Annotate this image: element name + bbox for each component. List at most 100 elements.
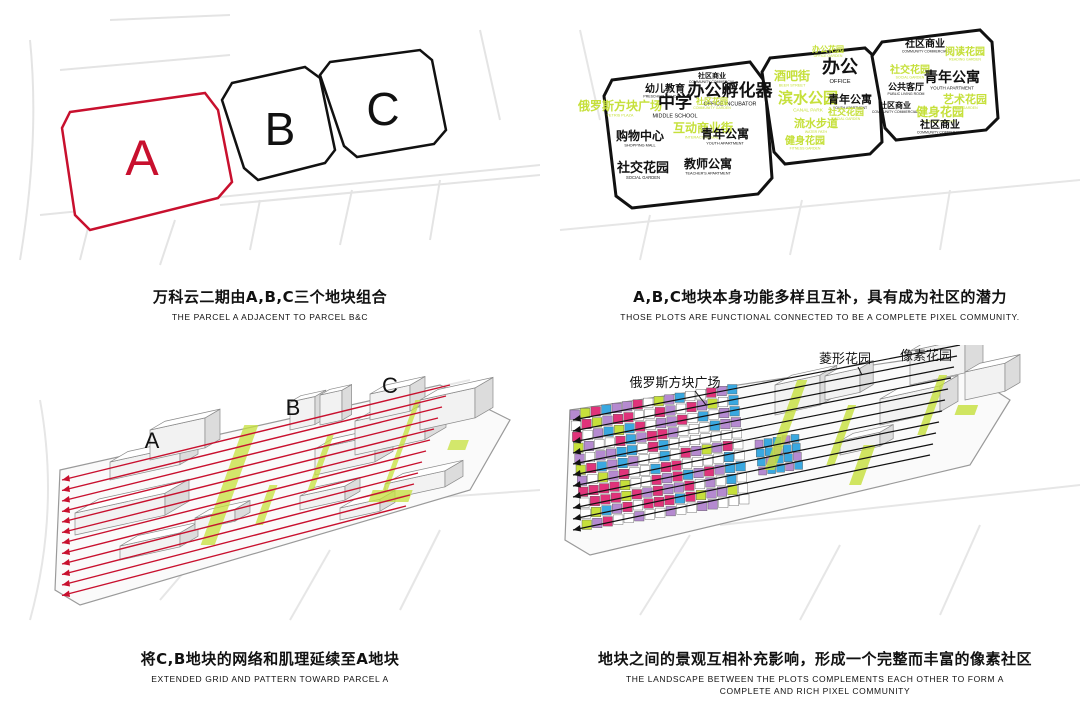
pixel-tile	[728, 495, 739, 506]
function-label-en: TETRIS PLAZA	[607, 114, 634, 118]
pixel-tile	[609, 481, 620, 492]
grid-arrow-head	[62, 506, 70, 513]
pixel-tile	[692, 457, 703, 468]
panel-pixel-community: 俄罗斯方块广场 菱形花园 像素花园	[540, 345, 1080, 630]
caption-top-left-en: THE PARCEL A ADJACENT TO PARCEL B&C	[171, 312, 369, 322]
pixel-tile	[653, 396, 664, 407]
function-label-zh: 流水步道	[794, 116, 838, 130]
pixel-tile	[592, 518, 603, 529]
parcel-a-label: A	[145, 428, 160, 453]
building-top	[289, 389, 326, 403]
function-label-en: SHOPPING MALL	[624, 144, 655, 148]
grid-arrow-line	[572, 388, 949, 465]
function-label-zh: 社区商业	[919, 118, 960, 131]
pixel-tile	[704, 466, 715, 477]
pixel-tile	[676, 504, 687, 515]
pixel-tile	[614, 424, 625, 435]
pixel-tile	[684, 480, 695, 491]
pixel-tile	[675, 493, 686, 504]
function-label-en: SOCIAL GARDEN	[626, 175, 660, 180]
pixel-tile	[601, 404, 612, 415]
grid-arrow-head	[62, 559, 70, 566]
pixel-tile	[665, 506, 676, 517]
function-label-zh: 社区商业	[697, 71, 726, 80]
grid-arrow-line	[572, 399, 946, 476]
green-strip	[254, 485, 278, 525]
grid-arrow-line	[61, 384, 451, 481]
grid-arrow-line	[572, 410, 943, 487]
building-top	[149, 408, 221, 431]
pixel-tile	[601, 505, 612, 516]
grid-arrow-line	[61, 406, 443, 502]
grid-arrow-head	[573, 525, 581, 532]
pixel-tile	[606, 448, 617, 459]
parcel-c-label: C	[382, 373, 398, 398]
pixel-tile	[637, 443, 648, 454]
pixel-tile	[600, 494, 611, 505]
grid-arrow-head	[573, 503, 581, 510]
pixel-tile	[717, 486, 728, 497]
pixel-tile	[586, 463, 597, 474]
grid-arrow-line	[572, 443, 934, 520]
pixel-tile	[712, 442, 723, 453]
function-label-zh: 购物中心	[616, 128, 664, 143]
grid-arrow-head	[573, 481, 581, 488]
grid-arrow-head	[573, 415, 581, 422]
function-label-en: MIDDLE SCHOOL	[652, 113, 697, 119]
building-top	[369, 376, 426, 395]
pixel-tile	[721, 429, 732, 440]
grid-arrow-line	[572, 355, 958, 432]
pixel-tile	[656, 418, 667, 429]
caption-bottom-right-zh: 地块之间的景观互相补充影响，形成一个完整而丰富的像素社区	[597, 650, 1032, 668]
pixel-tile	[579, 497, 590, 508]
grid-arrow-head	[62, 527, 70, 534]
function-label-zh: 健身花园	[785, 134, 825, 147]
background-streets	[639, 484, 1080, 621]
pixel-tile	[705, 477, 716, 488]
grid-arrow-head	[62, 496, 70, 503]
function-label-zh: 办公孵化器	[688, 80, 774, 101]
grid-arrow-line	[572, 377, 952, 454]
pixel-tile	[595, 450, 606, 461]
pixel-tile	[598, 472, 608, 483]
caption-bottom-right-en-line2: COMPLETE AND RICH PIXEL COMMUNITY	[719, 686, 911, 696]
caption-bottom-left-en: EXTENDED GRID AND PATTERN TOWARD PARCEL …	[151, 674, 389, 684]
pixel-tile	[693, 468, 704, 479]
grid-arrow-head	[62, 590, 70, 597]
pixel-tile	[588, 485, 599, 496]
building-top	[384, 459, 464, 485]
function-label-en: COMMUNITY COMMERCIAL	[902, 50, 948, 54]
pixel-tile	[794, 461, 803, 470]
building-top	[839, 424, 894, 442]
parcel-b-label: B	[265, 103, 296, 155]
function-label-zh: 社交花园	[889, 63, 930, 76]
pixel-tile	[594, 439, 605, 450]
pixel-tile	[702, 455, 713, 466]
function-label-zh: 艺术花园	[943, 92, 987, 106]
panel-grid-extension: A B C	[0, 360, 540, 630]
caption-bottom-right-en: THE LANDSCAPE BETWEEN THE PLOTS COMPLEME…	[560, 673, 1070, 697]
grid-arrow-head	[573, 459, 581, 466]
pixel-tile	[610, 492, 621, 503]
function-label-en: COMMUNITY COMMERCIAL	[872, 110, 918, 114]
pixel-tile	[782, 444, 792, 454]
pixel-tile	[732, 428, 743, 439]
function-label-en: SOCIAL GARDEN	[896, 76, 925, 80]
function-label-en: COMMUNITY COMMERCIAL	[689, 80, 735, 84]
parcel-c-label: C	[366, 83, 399, 135]
grid-arrows	[61, 384, 451, 597]
pixel-tile	[578, 486, 589, 497]
pixel-tile	[654, 407, 665, 418]
function-label-zh: 中学	[658, 92, 692, 113]
grid-arrow-head	[62, 475, 70, 482]
pixel-tile	[628, 456, 639, 467]
pixel-tile	[701, 444, 712, 455]
pixel-tile	[589, 496, 600, 507]
function-label-en: PRESCHOOL EDUCATION	[643, 95, 687, 99]
pixel-tile	[592, 417, 602, 428]
pixel-tile	[636, 432, 647, 443]
grid-arrow-line	[61, 417, 439, 513]
function-label-zh: 俄罗斯方块广场	[577, 98, 662, 113]
